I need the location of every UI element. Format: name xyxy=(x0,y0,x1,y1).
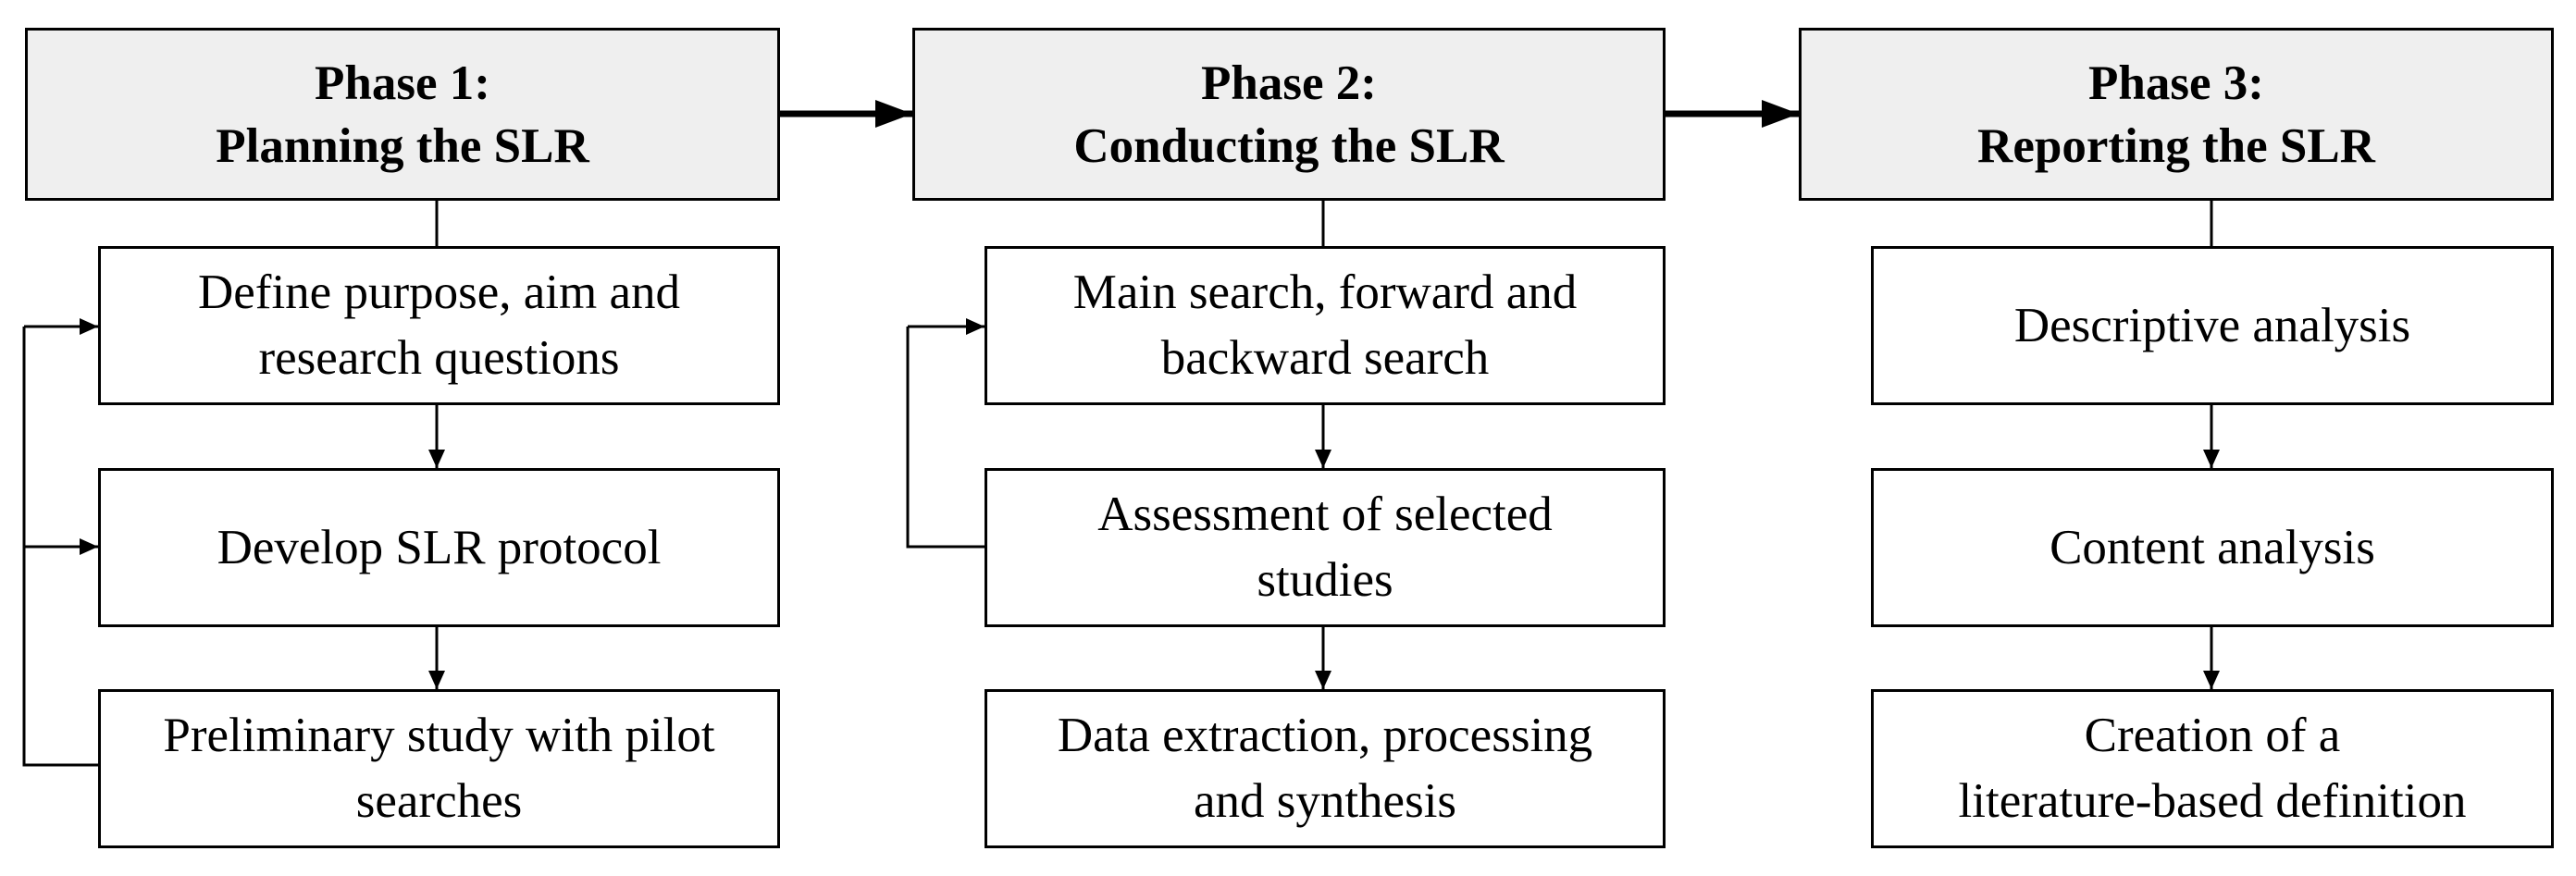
phase-2-step-2: Assessment of selected studies xyxy=(985,468,1666,627)
phase-1-title: Phase 1: xyxy=(315,56,490,110)
step-text-line: Data extraction, processing xyxy=(1057,709,1593,762)
phase-1-box: Phase 1: Planning the SLR xyxy=(25,28,780,201)
phase-3-step-2: Content analysis xyxy=(1871,468,2554,627)
phase-3-title: Phase 3: xyxy=(2088,56,2264,110)
step-text-line: searches xyxy=(355,774,523,828)
step-text-line: Define purpose, aim and xyxy=(198,265,680,319)
step-text-line: Main search, forward and xyxy=(1072,265,1578,319)
phase-2-box: Phase 2: Conducting the SLR xyxy=(912,28,1666,201)
phase-1-step-3: Preliminary study with pilot searches xyxy=(98,689,780,848)
phase-1-subtitle: Planning the SLR xyxy=(216,118,589,173)
step-text-line: and synthesis xyxy=(1193,774,1457,828)
step-text-line: Descriptive analysis xyxy=(2013,298,2411,352)
phase-1-step-1: Define purpose, aim and research questio… xyxy=(98,246,780,405)
phase2-feedback-loop xyxy=(906,327,985,549)
phase-2-title: Phase 2: xyxy=(1201,56,1377,110)
step-text-line: studies xyxy=(1257,553,1393,607)
step-text-line: Content analysis xyxy=(2050,520,2375,574)
phase-3-box: Phase 3: Reporting the SLR xyxy=(1799,28,2554,201)
phase-3-subtitle: Reporting the SLR xyxy=(1977,118,2375,173)
step-text-line: Develop SLR protocol xyxy=(217,520,662,574)
phase-3-step-3: Creation of a literature-based definitio… xyxy=(1871,689,2554,848)
phase-1-step-2: Develop SLR protocol xyxy=(98,468,780,627)
phase-2-step-3: Data extraction, processing and synthesi… xyxy=(985,689,1666,848)
phase-2-subtitle: Conducting the SLR xyxy=(1073,118,1505,173)
step-text-line: Assessment of selected xyxy=(1097,487,1553,541)
step-text-line: research questions xyxy=(258,331,620,385)
phase-3-step-1: Descriptive analysis xyxy=(1871,246,2554,405)
step-text-line: Preliminary study with pilot xyxy=(163,709,715,762)
step-text-line: backward search xyxy=(1160,331,1490,385)
step-text-line: Creation of a xyxy=(2084,709,2341,762)
phase1-feedback-loop xyxy=(22,327,98,767)
step-text-line: literature-based definition xyxy=(1958,774,2467,828)
phase-2-step-1: Main search, forward and backward search xyxy=(985,246,1666,405)
